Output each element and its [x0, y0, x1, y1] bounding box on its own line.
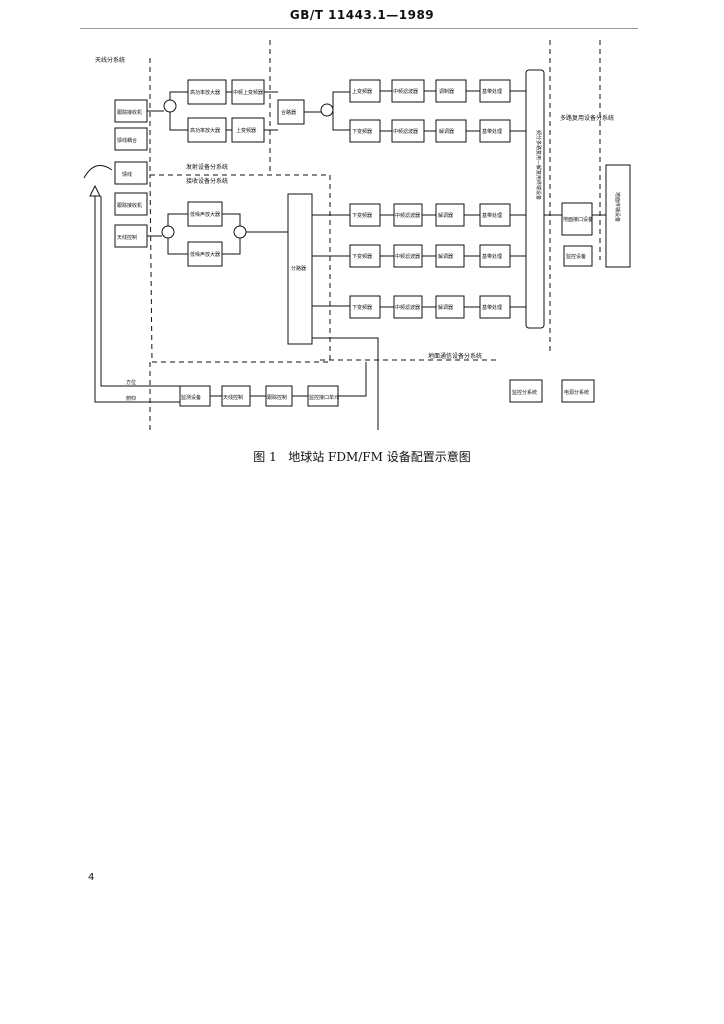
antenna-block-3-label: 馈线: [122, 171, 132, 178]
lower-row-1-label-3: 解调器: [438, 212, 453, 219]
tx-amp-2-label: 高功率放大器: [190, 127, 220, 134]
control-box-2-label: 天线控制: [223, 394, 243, 401]
label-antenna-subsystem: 天线分系统: [95, 56, 125, 64]
lower-row-3-label-1: 下变频器: [352, 304, 372, 311]
header-divider: [80, 28, 638, 29]
lower-row-1-label-2: 中频滤波器: [395, 212, 420, 219]
lower-row-2-label-1: 下变频器: [352, 253, 372, 260]
legend-box-2: [561, 379, 595, 403]
splitter-circle-1: [163, 99, 177, 113]
antenna-dish-icon: [83, 165, 113, 179]
upper-row-1-label-3: 调制器: [439, 88, 454, 95]
figure-caption-prefix: 图 1: [253, 450, 277, 464]
antenna-block-2-label: 馈线耦合: [117, 137, 137, 144]
antenna-mount-icon: [89, 184, 101, 197]
antenna-block-3: [114, 161, 148, 185]
lower-row-1-label-4: 基带处理: [482, 212, 502, 219]
divider-outputs: [312, 214, 379, 430]
lower-row-2-label-3: 解调器: [438, 253, 453, 260]
antenna-block-4-label: 跟踪接收机: [117, 202, 142, 209]
tx-connectors: [147, 91, 321, 131]
legend-box-1: [509, 379, 543, 403]
upper-row-1-label-2: 中频滤波器: [393, 88, 418, 95]
lower-row-2-label-4: 基带处理: [482, 253, 502, 260]
standard-code: GB/T 11443.1—1989: [289, 8, 435, 22]
control-box-4-label: 监控接口单元: [309, 394, 339, 401]
supervision-label: 监控设备: [566, 253, 586, 260]
signal-label-azimuth: 方位: [126, 379, 136, 386]
upper-row-2-label-2: 中频滤波器: [393, 128, 418, 135]
splitter-circle-3: [161, 225, 175, 239]
interface-label: 地面接口设备: [563, 216, 593, 223]
antenna-block-5-label: 天线控制: [117, 234, 137, 241]
figure-caption: 图 1 地球站 FDM/FM 设备配置示意图: [0, 448, 724, 465]
legend-label-2: 电源分系统: [564, 389, 589, 396]
antenna-block-2: [114, 127, 148, 151]
label-ground-subsystem: 地面通信设备分系统: [428, 352, 482, 360]
antenna-feed-line: [94, 196, 180, 403]
control-connectors: [210, 362, 367, 397]
upper-row-connectors: [380, 90, 526, 132]
rx-connectors: [147, 213, 288, 255]
splitter-circle-2: [320, 103, 334, 117]
antenna-block-4: [114, 192, 148, 216]
upper-row-2-label-4: 基带处理: [482, 128, 502, 135]
transmit-receive-boundary: [149, 174, 331, 363]
interface-box: [561, 202, 593, 236]
divider-box: [287, 193, 313, 345]
lower-row-3-label-3: 解调器: [438, 304, 453, 311]
rx-amp-2-label: 低噪声放大器: [190, 251, 220, 258]
lower-row-3-label-4: 基带处理: [482, 304, 502, 311]
upper-row-2-label-1: 下变频器: [352, 128, 372, 135]
legend-label-1: 监控分系统: [512, 389, 537, 396]
tx-upconv-1-label: 中频上变频器: [233, 89, 263, 96]
control-box-1-label: 监测设备: [181, 394, 201, 401]
tx-amp-1-label: 高功率放大器: [190, 89, 220, 96]
label-receive-subsystem: 接收设备分系统: [186, 177, 228, 185]
control-box-3-label: 跟踪控制: [267, 394, 287, 401]
antenna-block-1-label: 跟踪接收机: [117, 109, 142, 116]
landline-label: 地面传输设备: [614, 192, 621, 222]
lower-row-1-label-1: 下变频器: [352, 212, 372, 219]
upper-branch-lines: [332, 91, 350, 131]
tx-upconv-2-label: 上变频器: [236, 127, 256, 134]
lower-row-connectors: [380, 214, 526, 308]
rx-amp-1-label: 低噪声放大器: [190, 211, 220, 218]
lower-row-3-label-2: 中频滤波器: [395, 304, 420, 311]
antenna-return-line: [100, 196, 180, 387]
divider-label: 分路器: [291, 265, 306, 272]
supervision-box: [563, 245, 593, 267]
label-multiplex-subsystem: 多路复用设备分系统: [560, 114, 614, 122]
mux-unit-label: 频分多路复用—解复用终端设备: [535, 130, 542, 200]
upper-row-1-label-1: 上变频器: [352, 88, 372, 95]
upper-row-2-label-3: 解调器: [439, 128, 454, 135]
page-number: 4: [88, 872, 95, 883]
splitter-circle-4: [233, 225, 247, 239]
label-transmit-subsystem: 发射设备分系统: [186, 163, 228, 171]
figure-caption-text: 地球站 FDM/FM 设备配置示意图: [288, 450, 471, 464]
upper-row-1-label-4: 基带处理: [482, 88, 502, 95]
landline-box: [605, 164, 631, 268]
signal-label-elevation: 俯仰: [126, 395, 136, 402]
lower-row-2-label-2: 中频滤波器: [395, 253, 420, 260]
combiner-label: 合路器: [281, 109, 296, 116]
mux-unit-box: [525, 69, 545, 329]
